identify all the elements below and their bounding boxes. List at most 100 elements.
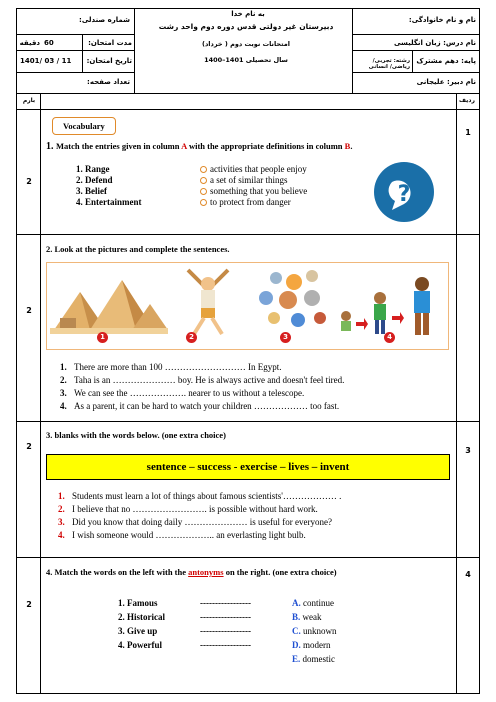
header-left-line — [16, 34, 134, 35]
subject-label: نام درس: زبان انگلیسی — [393, 39, 476, 47]
pictures-panel — [46, 262, 449, 350]
q3-sentence: 4.I wish someone would ……………….. an everl… — [58, 530, 306, 540]
column-a-label: A — [181, 141, 187, 151]
picture-badge: 1 — [97, 332, 108, 343]
growing-children-picture — [341, 277, 430, 335]
q1-row-number: 1 — [465, 128, 471, 137]
duration-value: 60 — [44, 39, 54, 47]
teacher-label: نام دبیر: علیجانی — [416, 78, 476, 86]
matching-dashes: ----------------- — [200, 640, 251, 650]
antonym-option: C. unknown — [292, 626, 337, 636]
left-word: 3. Give up — [118, 626, 158, 636]
q1-title-text: with the appropriate definitions in colu… — [186, 141, 345, 151]
q1-score: 2 — [26, 177, 32, 186]
q4-right-words: A. continue B. weak C. unknown D. modern… — [292, 596, 337, 666]
q3-sentence: 3.Did you know that doing daily ………………… … — [58, 517, 332, 527]
q3-title: 3. blanks with the words below. (one ext… — [46, 430, 226, 440]
entry-item: 2. Defend — [76, 175, 113, 185]
q1-definitions-list: activities that people enjoy a set of si… — [200, 164, 307, 208]
duration-unit: دقیقه — [19, 39, 40, 47]
q3-divider — [16, 557, 480, 558]
q1-title-text: Match the entries given in column — [56, 141, 182, 151]
word-bank-box: sentence – success - exercise – lives – … — [46, 454, 450, 480]
q4-dash-lines: ----------------- ----------------- ----… — [200, 596, 251, 652]
antonym-option: B. weak — [292, 612, 322, 622]
column-header-divider — [16, 109, 480, 110]
antonym-option: A. continue — [292, 598, 334, 608]
q2-score: 2 — [26, 306, 32, 315]
header-left-line — [16, 72, 134, 73]
definition-item: a set of similar things — [200, 175, 307, 186]
duration-label: مدت امتحان: — [88, 39, 132, 47]
q1-number: 1. — [46, 141, 54, 152]
header-vline — [134, 8, 135, 93]
header-vline — [82, 34, 83, 72]
header-right-line — [352, 72, 480, 73]
header-vline — [352, 8, 353, 93]
definition-item: to protect from danger — [200, 197, 307, 208]
school-name: دبیرستان غیر دولتی قدس دوره دوم واحد رشت — [158, 22, 334, 31]
besmellah: به نام خدا — [231, 10, 265, 18]
exam-date-value: 1401/ 03 / 11 — [20, 57, 72, 65]
q2-title: 2. Look at the pictures and complete the… — [46, 244, 230, 254]
q2-sentence: 2.Taha is an ………………… boy. He is always a… — [60, 375, 345, 385]
page-count-label: تعداد صفحه: — [87, 78, 130, 86]
header-vline — [412, 50, 413, 72]
q2-sentence: 1.There are more than 100 ……………………… In E… — [60, 362, 282, 372]
q4-left-words: 1. Famous 2. Historical 3. Give up 4. Po… — [118, 596, 165, 652]
exam-date-label: تاریخ امتحان: — [86, 57, 132, 65]
seat-number-label: شماره صندلی: — [79, 16, 130, 24]
q4-title: 4. Match the words on the left with the … — [46, 567, 337, 577]
antonym-option: E. domestic — [292, 654, 336, 664]
q3-sentence: 1.Students must learn a lot of things ab… — [58, 491, 342, 501]
q3-sentence: 2.I believe that no ……………………. is possibl… — [58, 504, 318, 514]
matching-dashes: ----------------- — [200, 612, 251, 622]
header-left-line — [16, 50, 134, 51]
left-word: 4. Powerful — [118, 640, 162, 650]
q4-score: 2 — [26, 600, 32, 609]
entry-item: 3. Belief — [76, 186, 107, 196]
field-label: رشته: تجربی/ریاضی/ انسانی — [368, 58, 410, 70]
q1-divider — [16, 234, 480, 235]
row-column-header: ردیف — [459, 97, 475, 104]
vocabulary-section-label: Vocabulary — [52, 117, 116, 135]
q3-row-number: 3 — [465, 446, 471, 455]
antonyms-keyword: antonyms — [188, 567, 224, 577]
exam-name: امتحانات نوبت دوم ( خرداد) — [201, 40, 291, 48]
left-word: 2. Historical — [118, 612, 165, 622]
score-column-header: بارم — [22, 97, 36, 104]
score-column-line — [40, 93, 41, 694]
matching-dashes: ----------------- — [200, 626, 251, 636]
q2-sentence: 4.As a parent, it can be hard to watch y… — [60, 401, 340, 411]
question-glyph: ? — [398, 182, 411, 207]
pyramids-picture — [50, 280, 168, 334]
entry-item: 4. Entertainment — [76, 197, 142, 207]
q2-sentence: 3.We can see the ………………. nearer to us wi… — [60, 388, 305, 398]
definition-item: activities that people enjoy — [200, 164, 307, 175]
q2-sentences: 1.There are more than 100 ……………………… In E… — [60, 361, 454, 413]
picture-badge: 4 — [384, 332, 395, 343]
q1-entries-list: 1. Range 2. Defend 3. Belief 4. Entertai… — [76, 164, 142, 208]
picture-badge: 2 — [186, 332, 197, 343]
school-year: سال تحصیلی 1401–1400 — [204, 56, 288, 64]
q3-score: 2 — [26, 442, 32, 451]
planets-picture — [259, 270, 326, 327]
row-column-line — [456, 93, 457, 694]
header-divider — [16, 93, 480, 94]
q1-title: 1. Match the entries given in column A w… — [46, 141, 353, 152]
exam-sheet-frame — [16, 8, 480, 694]
energetic-boy-picture — [186, 268, 230, 336]
header-right-line — [352, 34, 480, 35]
q4-row-number: 4 — [465, 570, 471, 579]
definition-item: something that you believe — [200, 186, 307, 197]
column-b-label: B — [344, 141, 351, 151]
picture-badge: 3 — [280, 332, 291, 343]
header-right-line — [352, 50, 480, 51]
question-speech-bubble-icon: ? — [374, 162, 434, 222]
antonym-option: D. modern — [292, 640, 331, 650]
matching-dashes: ----------------- — [200, 598, 251, 608]
grade-label: پایه: دهم مشترک — [416, 57, 476, 65]
left-word: 1. Famous — [118, 598, 158, 608]
q2-divider — [16, 421, 480, 422]
q3-sentences: 1.Students must learn a lot of things ab… — [58, 490, 454, 542]
